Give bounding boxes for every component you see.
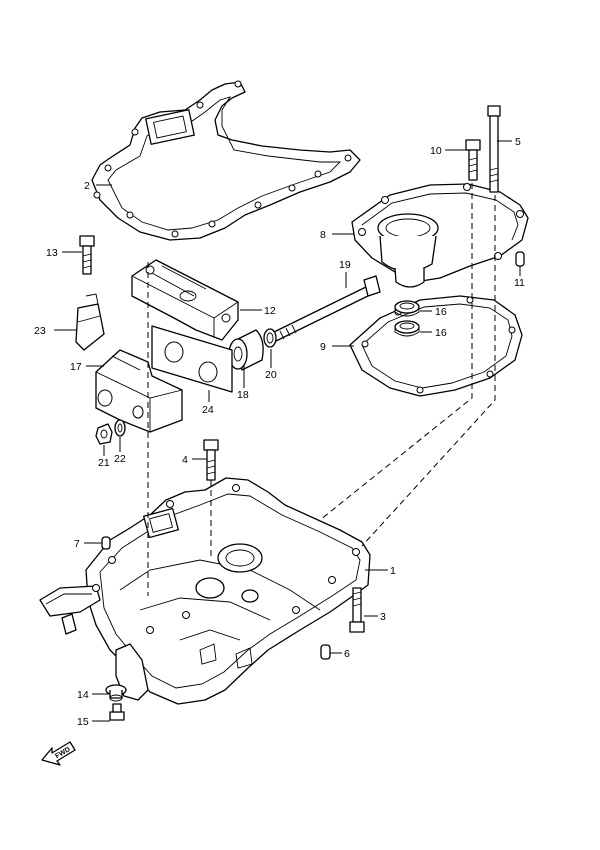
callout-18: 18 xyxy=(237,389,249,401)
bolt-4 xyxy=(203,439,219,481)
bracket-12 xyxy=(131,259,239,341)
callout-labels: 2 1 3 4 5 6 7 8 9 10 11 12 13 14 15 16 1… xyxy=(34,136,525,728)
callout-23: 23 xyxy=(34,325,46,337)
callout-5: 5 xyxy=(515,136,521,148)
callout-21: 21 xyxy=(98,457,110,469)
cover-8 xyxy=(351,183,529,288)
callout-7: 7 xyxy=(74,538,80,550)
callout-3: 3 xyxy=(380,611,386,623)
nut-21 xyxy=(95,423,113,445)
callout-14: 14 xyxy=(77,689,89,701)
assembly-guides xyxy=(147,183,496,596)
callout-2: 2 xyxy=(84,180,90,192)
callout-8: 8 xyxy=(320,229,326,241)
oring-16a xyxy=(394,300,420,317)
callout-16a: 16 xyxy=(435,306,447,318)
bolt-5 xyxy=(487,105,501,193)
callout-16b: 16 xyxy=(435,327,447,339)
callout-13: 13 xyxy=(46,247,58,259)
callout-11: 11 xyxy=(514,277,525,289)
callout-6: 6 xyxy=(344,648,350,660)
callout-1: 1 xyxy=(390,565,396,577)
pin-7 xyxy=(101,536,111,550)
leader-lines xyxy=(54,140,521,722)
bolt-3 xyxy=(349,587,365,633)
callout-15: 15 xyxy=(77,716,89,728)
housing-1 xyxy=(39,477,371,705)
callout-9: 9 xyxy=(320,341,326,353)
callout-19: 19 xyxy=(339,259,351,271)
callout-20: 20 xyxy=(265,369,277,381)
pin-11 xyxy=(515,251,525,267)
callout-12: 12 xyxy=(264,305,276,317)
stud-19 xyxy=(271,275,381,342)
bolt-10 xyxy=(465,139,481,181)
bushing-18 xyxy=(228,329,264,371)
mount-17 xyxy=(95,349,183,433)
oring-16b xyxy=(394,320,420,337)
washer-22 xyxy=(114,419,126,437)
bolt-15 xyxy=(109,703,125,721)
callout-17: 17 xyxy=(70,361,82,373)
fwd-arrow-icon: FWD xyxy=(41,741,76,766)
clip-23 xyxy=(75,293,105,351)
bolt-13 xyxy=(79,235,95,275)
gasket-2 xyxy=(91,80,361,241)
callout-22: 22 xyxy=(114,453,126,465)
gasket-9 xyxy=(349,295,523,397)
plug-14 xyxy=(105,684,127,702)
plate-24 xyxy=(151,325,233,393)
callout-10: 10 xyxy=(430,145,442,157)
washer-20 xyxy=(263,328,277,348)
callout-4: 4 xyxy=(182,454,188,466)
callout-24: 24 xyxy=(202,404,214,416)
pin-6 xyxy=(320,644,331,660)
